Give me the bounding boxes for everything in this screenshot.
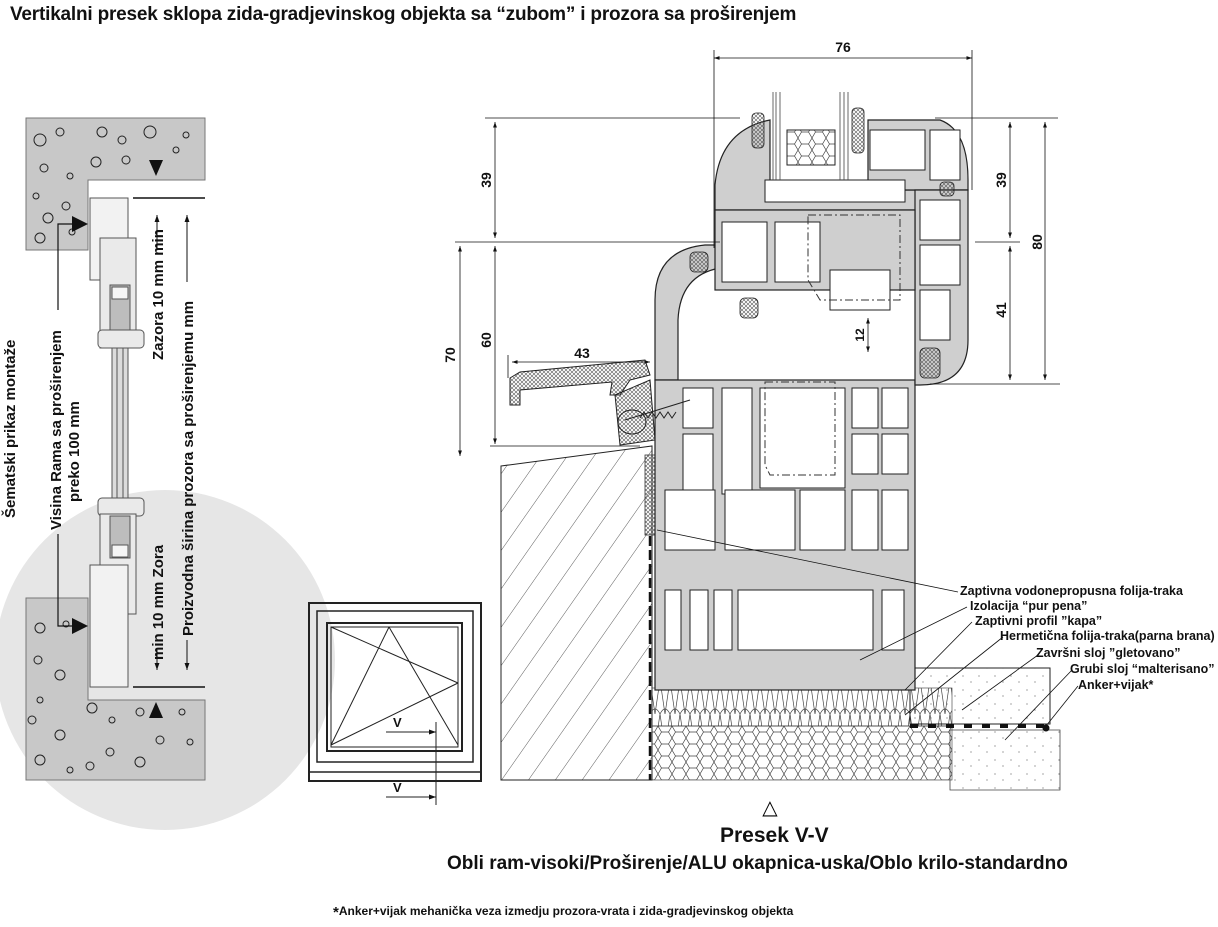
dim-left-39: 39 [478, 172, 494, 188]
section-symbol-icon: △ [762, 797, 778, 819]
rough-plaster [949, 729, 1061, 791]
legend-waterproof-foil: Zaptivna vodonepropusna folija-traka [960, 584, 1183, 598]
section-mark-top: V [393, 715, 402, 730]
finish-plaster [909, 667, 1051, 725]
frame-height-label-1: Visina Rama sa proširenjem [48, 330, 65, 530]
legend-seal-profile: Zaptivni profil ”kapa” [975, 614, 1103, 628]
schematic-heading: Šematski prikaz montaže [2, 339, 19, 518]
production-width-label: Proizvodna širina prozora sa proširenjem… [180, 300, 197, 636]
gap-marker-bottom [149, 702, 163, 718]
frame-profile-schematic [89, 197, 145, 688]
leader-lines [656, 529, 1079, 741]
concrete-texture [27, 125, 194, 774]
footnote: *Anker+vijak mehanička veza izmedju proz… [333, 904, 793, 921]
screw-icon [617, 399, 691, 435]
gap-marker-top [149, 160, 163, 176]
schematic-mounting [0, 117, 335, 830]
legend-rough-layer: Grubi sloj “malterisano” [1070, 662, 1215, 676]
dim-gap-12: 12 [853, 328, 867, 342]
gap-top-label: Zazora 10 mm min [150, 229, 167, 360]
gap-bottom-label: min 10 mm Zora [150, 544, 167, 660]
steel-reinforcement-sash [807, 214, 901, 301]
dimension-lines [455, 50, 1060, 456]
window-elevation [308, 602, 482, 805]
frame-height-label-2: preko 100 mm [66, 401, 83, 502]
legend-vapor-barrier: Hermetična folija-traka(parna brana) [1000, 629, 1215, 643]
section-caption-subtitle: Obli ram-visoki/Proširenje/ALU okapnica-… [447, 853, 1068, 874]
wall-top-block [25, 117, 206, 251]
dim-left-70: 70 [442, 347, 458, 363]
glass-spacer [786, 129, 836, 166]
masonry-wall [500, 445, 653, 781]
dim-left-60: 60 [478, 332, 494, 348]
dim-right-41: 41 [993, 302, 1009, 318]
dim-sill-43: 43 [574, 345, 590, 361]
legend-anchor: Anker+vijak* [1078, 678, 1154, 692]
insulation-layer [651, 687, 953, 727]
section-caption-title: Presek V-V [720, 824, 829, 847]
sill-bracket [614, 379, 656, 446]
section-vv: 76 39 60 70 43 39 41 80 12 [442, 39, 1079, 791]
eps-layer [651, 725, 953, 781]
dim-right-80: 80 [1029, 234, 1045, 250]
footnote-text: Anker+vijak mehanička veza izmedju prozo… [338, 904, 794, 918]
dim-right-39: 39 [993, 172, 1009, 188]
wall-bottom-block [25, 597, 206, 781]
profile-chambers [664, 129, 961, 651]
legend-pur-foam: Izolacija “pur pena” [970, 599, 1088, 613]
anchor-dot [1042, 724, 1050, 732]
page-title: Vertikalni presek sklopa zida-gradjevins… [10, 4, 797, 25]
section-mark-bottom: V [393, 780, 402, 795]
legend-finish-layer: Završni sloj ”gletovano” [1036, 646, 1181, 660]
steel-reinforcement-frame [764, 381, 836, 476]
dim-width-76: 76 [835, 39, 851, 55]
glazing [772, 92, 849, 180]
gaskets [689, 107, 955, 379]
footnote-star: * [333, 904, 339, 921]
